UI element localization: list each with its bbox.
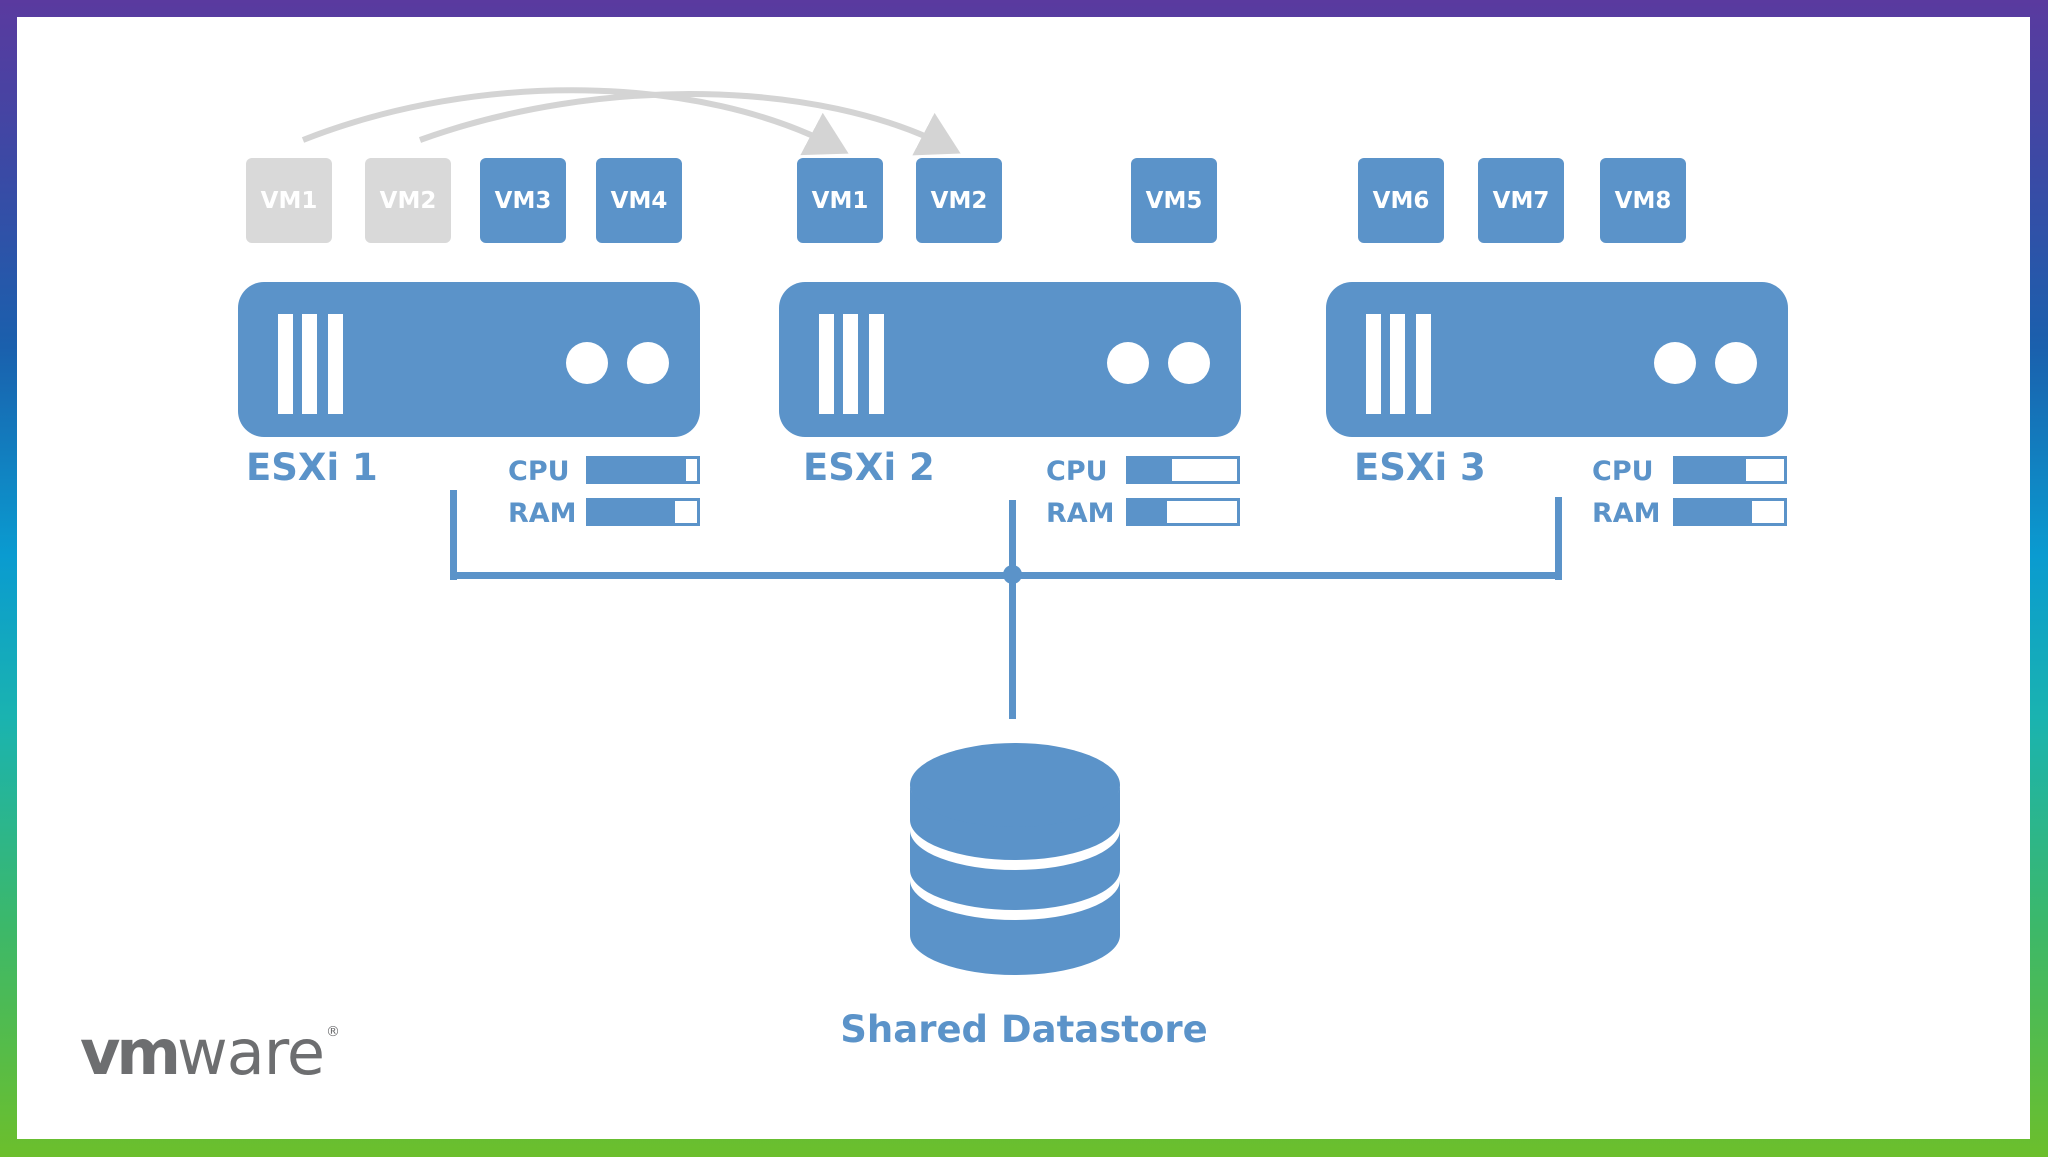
vm-esxi1-vm1[interactable]: VM1 [246, 158, 332, 243]
vmware-logo: vmware® [80, 1016, 340, 1089]
vm-label: VM4 [610, 187, 668, 214]
status-led [1107, 342, 1149, 384]
migration-arrow-vm2 [418, 91, 961, 156]
ram-meter-esxi1 [586, 498, 700, 526]
network-link-esxi2 [1009, 500, 1016, 580]
ram-label: RAM [1046, 498, 1115, 529]
cpu-label: CPU [1046, 456, 1108, 487]
cpu-meter-fill [1676, 459, 1747, 481]
drive-slot [869, 314, 884, 414]
vm-label: VM1 [811, 187, 869, 214]
vm-esxi3-vm8[interactable]: VM8 [1600, 158, 1686, 243]
cpu-meter-esxi2 [1126, 456, 1240, 484]
vm-label: VM3 [494, 187, 552, 214]
ram-meter-fill [1676, 501, 1752, 523]
host-label-esxi1: ESXi 1 [246, 446, 378, 489]
vm-esxi1-vm3[interactable]: VM3 [480, 158, 566, 243]
network-link-datastore [1009, 579, 1016, 719]
host-label-esxi3: ESXi 3 [1354, 446, 1486, 489]
cpu-label: CPU [1592, 456, 1654, 487]
drive-slot [328, 314, 343, 414]
server-icon-esxi3[interactable] [1326, 282, 1788, 437]
ram-meter-fill [1129, 501, 1167, 523]
host-label-esxi2: ESXi 2 [803, 446, 935, 489]
ram-meter-esxi3 [1673, 498, 1787, 526]
vm-esxi3-vm7[interactable]: VM7 [1478, 158, 1564, 243]
status-led [627, 342, 669, 384]
status-led [1168, 342, 1210, 384]
vm-esxi2-vm2[interactable]: VM2 [916, 158, 1002, 243]
vm-label: VM8 [1614, 187, 1672, 214]
vm-esxi2-vm1[interactable]: VM1 [797, 158, 883, 243]
cpu-meter-esxi1 [586, 456, 700, 484]
server-icon-esxi1[interactable] [238, 282, 700, 437]
network-junction [1003, 565, 1022, 584]
drive-slot [1390, 314, 1405, 414]
status-led [1715, 342, 1757, 384]
vm-label: VM2 [930, 187, 988, 214]
ram-label: RAM [1592, 498, 1661, 529]
cpu-meter-fill [1129, 459, 1173, 481]
vm-label: VM5 [1145, 187, 1203, 214]
database-icon[interactable] [905, 740, 1125, 990]
ram-meter-fill [589, 501, 676, 523]
vm-esxi1-vm2[interactable]: VM2 [365, 158, 451, 243]
status-led [1654, 342, 1696, 384]
drive-slot [819, 314, 834, 414]
registered-mark: ® [326, 1024, 340, 1040]
logo-bold: vm [80, 1016, 181, 1089]
ram-label: RAM [508, 498, 577, 529]
drive-slot [1416, 314, 1431, 414]
drive-slot [843, 314, 858, 414]
drive-slot [302, 314, 317, 414]
cpu-label: CPU [508, 456, 570, 487]
drive-slot [1366, 314, 1381, 414]
network-link-esxi1 [450, 490, 457, 580]
network-link-esxi3 [1555, 497, 1562, 580]
cpu-meter-fill [589, 459, 687, 481]
server-icon-esxi2[interactable] [779, 282, 1241, 437]
vm-label: VM6 [1372, 187, 1430, 214]
vm-esxi1-vm4[interactable]: VM4 [596, 158, 682, 243]
migration-arrow-vm1 [301, 87, 849, 156]
vm-label: VM1 [260, 187, 318, 214]
vm-label: VM2 [379, 187, 437, 214]
vm-label: VM7 [1492, 187, 1550, 214]
logo-light: ware [177, 1016, 325, 1089]
ram-meter-esxi2 [1126, 498, 1240, 526]
vm-esxi3-vm6[interactable]: VM6 [1358, 158, 1444, 243]
drive-slot [278, 314, 293, 414]
status-led [566, 342, 608, 384]
vm-esxi2-vm5[interactable]: VM5 [1131, 158, 1217, 243]
datastore-label: Shared Datastore [840, 1008, 1208, 1051]
cpu-meter-esxi3 [1673, 456, 1787, 484]
